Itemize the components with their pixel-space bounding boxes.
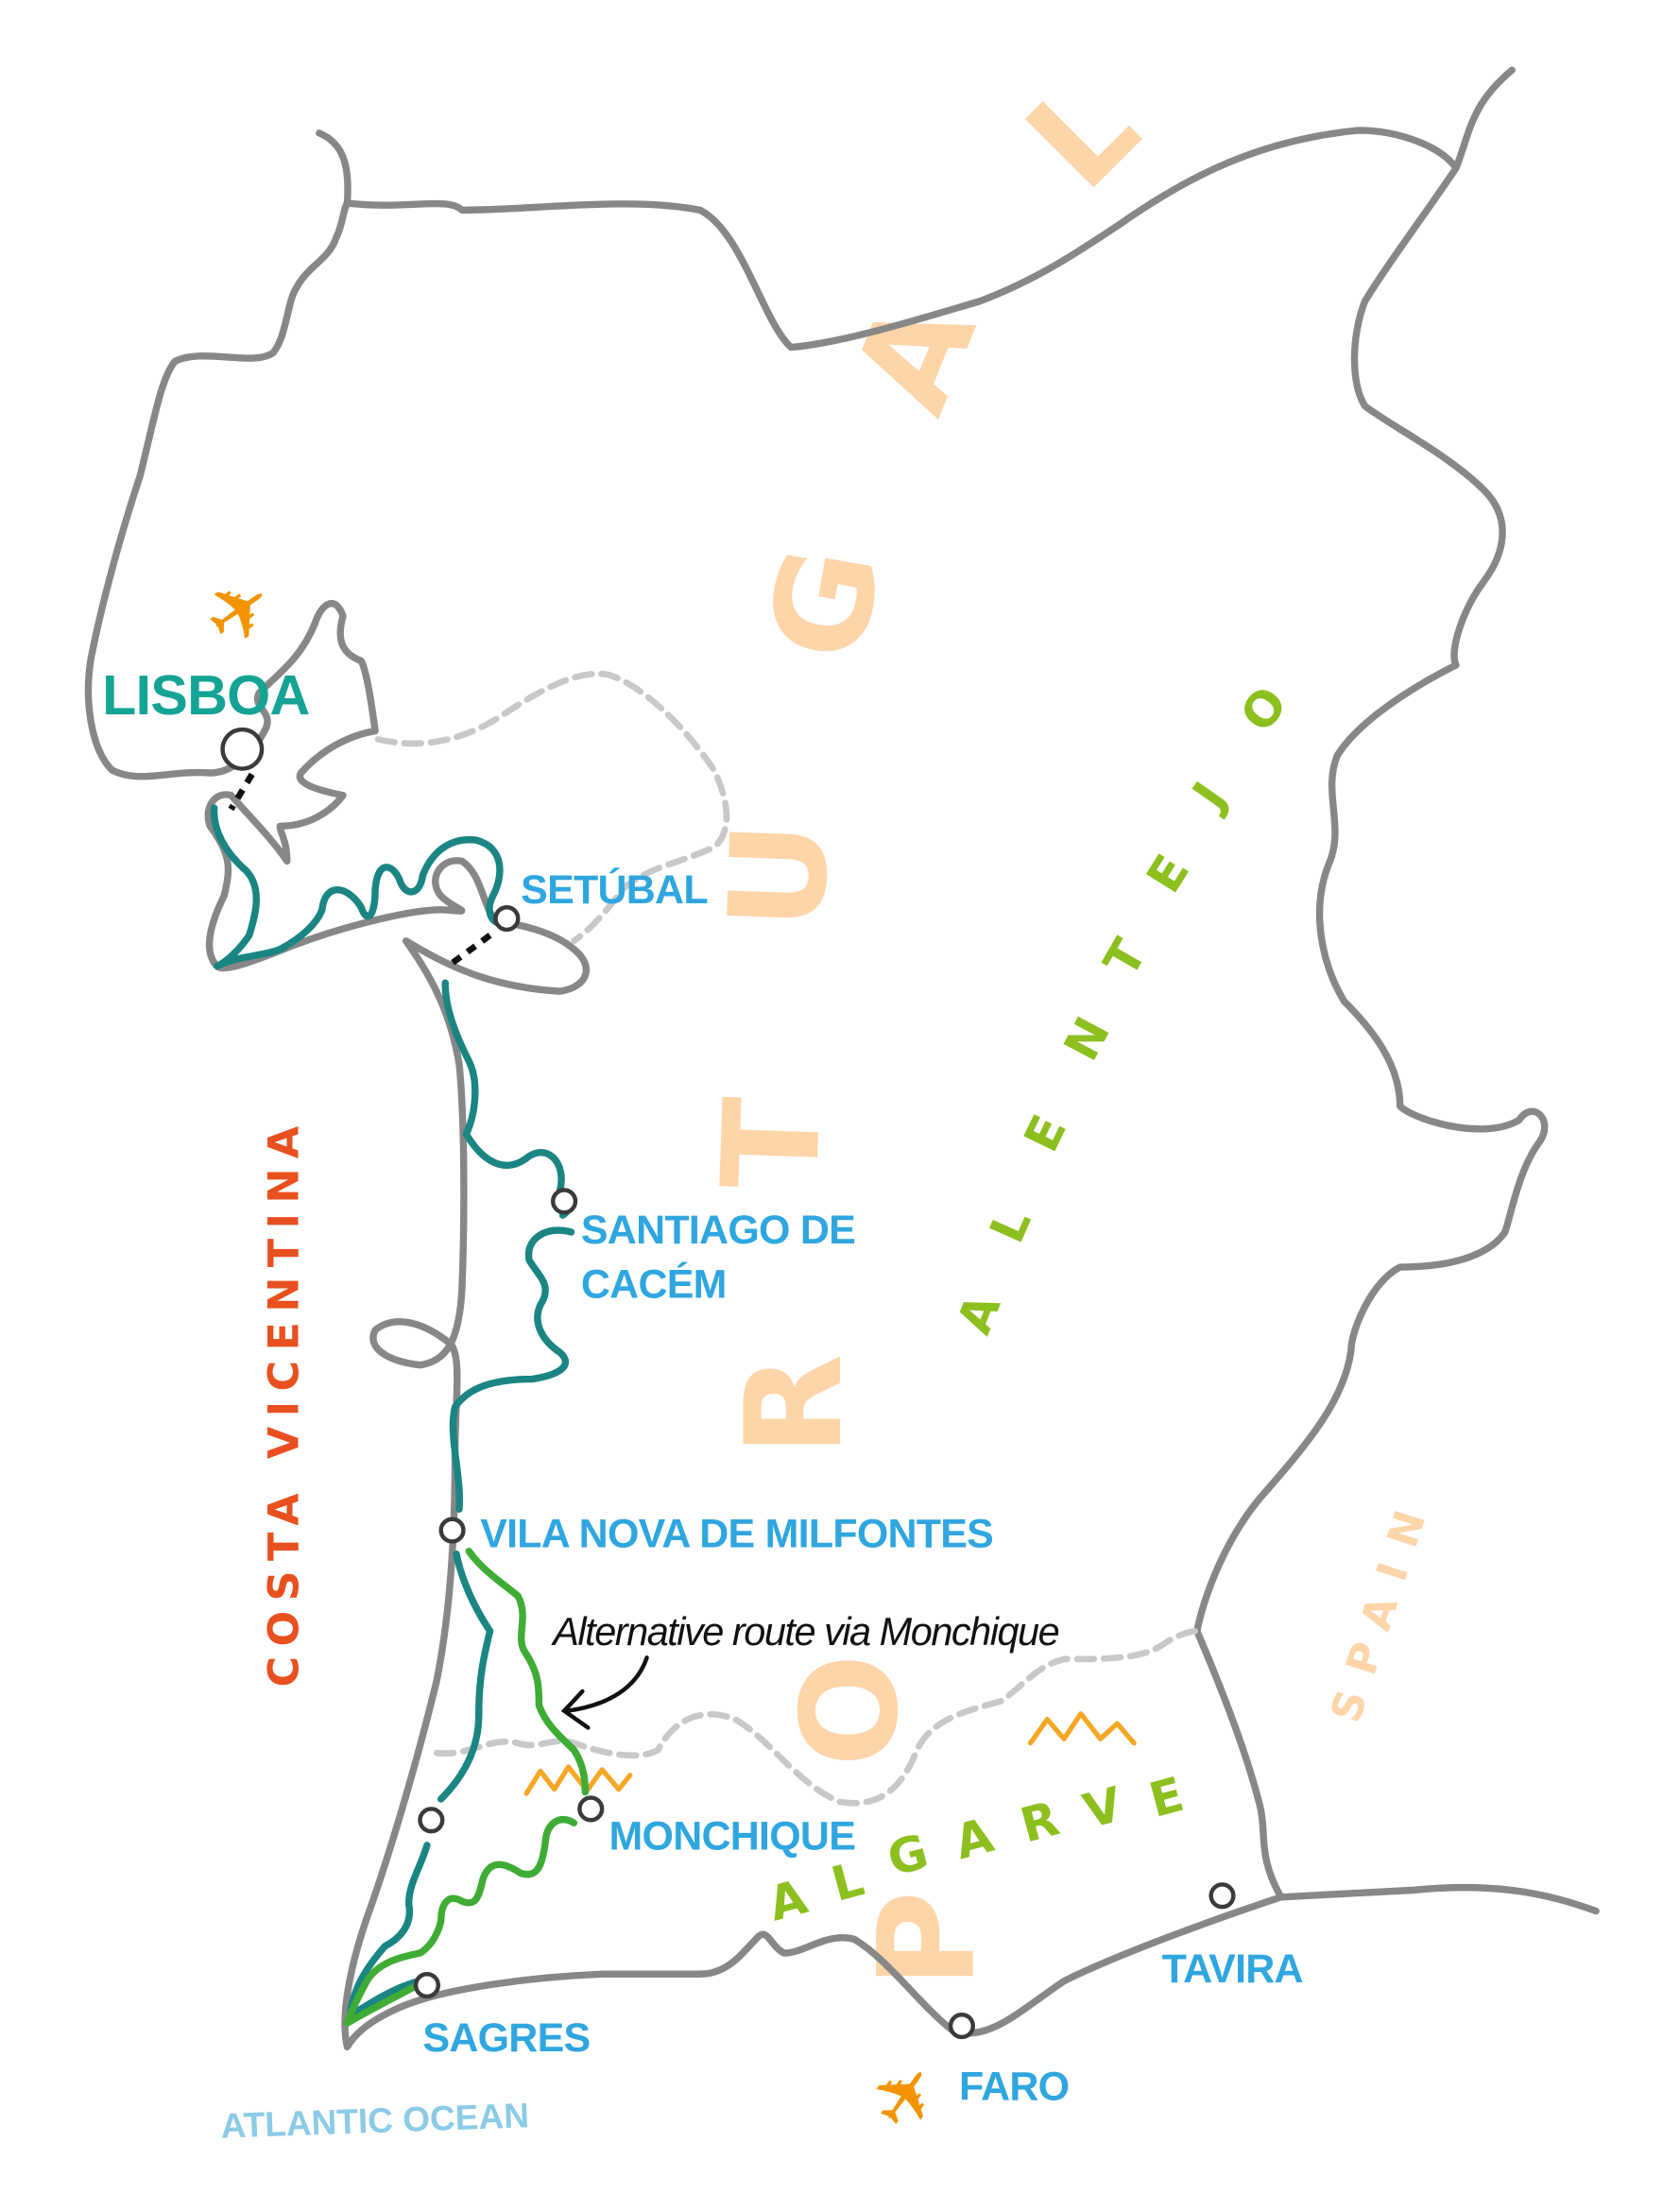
country-letter: G [740, 537, 912, 671]
region-letter: L [979, 1200, 1042, 1250]
label-monchique: MONCHIQUE [609, 1813, 856, 1859]
label-santiago-line2: CACÉM [581, 1262, 727, 1308]
region-letter: O [1229, 676, 1298, 742]
label-costa-vicentina: COSTA VICENTINA [261, 1116, 309, 1687]
label-spain: SPAIN [1322, 1486, 1441, 1728]
region-letter: E [1013, 1106, 1077, 1160]
label-alentejo: A L E N T E J O [946, 676, 1298, 1341]
country-letter: T [694, 1095, 851, 1191]
region-letter: A [949, 1807, 999, 1870]
annotation-alternative-route: Alternative route via Monchique [550, 1609, 1058, 1654]
label-sagres: SAGRES [422, 2015, 590, 2061]
country-label: P O R T U G A L [694, 49, 1168, 1988]
mountain-icon [585, 1767, 633, 1792]
mountain-icon [1027, 1711, 1137, 1746]
country-letter: R [717, 1354, 872, 1456]
region-letter: E [1143, 1766, 1190, 1828]
ferry-lisboa [228, 772, 255, 812]
label-faro: FARO [959, 2065, 1069, 2110]
stop-vila-nova-de-milfontes[interactable] [438, 1517, 466, 1544]
stop-sagres[interactable] [413, 1972, 440, 1999]
region-letter: E [1136, 845, 1200, 901]
stop-monchique[interactable] [577, 1795, 605, 1823]
arrow-icon [560, 1655, 649, 1730]
country-border [84, 66, 1600, 2051]
stop-setubal[interactable] [493, 905, 521, 933]
country-letter: L [998, 49, 1167, 218]
airplane-icon-faro: ✈ [849, 2044, 962, 2151]
stop-unnamed[interactable] [418, 1807, 445, 1834]
region-letter: R [1015, 1791, 1065, 1854]
alentejo-boundary [374, 670, 730, 945]
label-tavira: TAVIRA [1162, 1946, 1303, 1992]
region-letter: J [1180, 772, 1238, 821]
region-letter: T [1092, 929, 1157, 986]
mountain-icon [523, 1764, 587, 1796]
label-vila-nova-de-milfontes: VILA NOVA DE MILFONTES [480, 1511, 993, 1556]
stop-lisboa[interactable] [220, 727, 265, 771]
region-letter: G [882, 1823, 934, 1887]
main-route [210, 804, 575, 2020]
country-letter: P [850, 1891, 1005, 1988]
stop-santiago[interactable] [551, 1188, 578, 1215]
region-letter: L [826, 1851, 869, 1912]
label-santiago-line1: SANTIAGO DE [581, 1208, 855, 1253]
alternative-route [343, 1548, 590, 2027]
label-setubal: SETÚBAL [521, 866, 708, 913]
label-lisboa: LISBOA [102, 663, 309, 727]
stop-faro[interactable] [948, 2013, 975, 2040]
airplane-icon-lisboa: ✈ [186, 556, 293, 668]
country-letter: U [700, 819, 859, 933]
label-atlantic-ocean: ATLANTIC OCEAN [220, 2095, 530, 2145]
ferry-setubal [446, 933, 492, 969]
region-letter: N [1053, 1008, 1121, 1070]
region-letter: A [946, 1286, 1011, 1341]
country-letter: O [773, 1654, 928, 1767]
region-letter: V [1078, 1776, 1128, 1840]
region-letter: A [763, 1868, 813, 1931]
stop-tavira[interactable] [1209, 1882, 1236, 1910]
